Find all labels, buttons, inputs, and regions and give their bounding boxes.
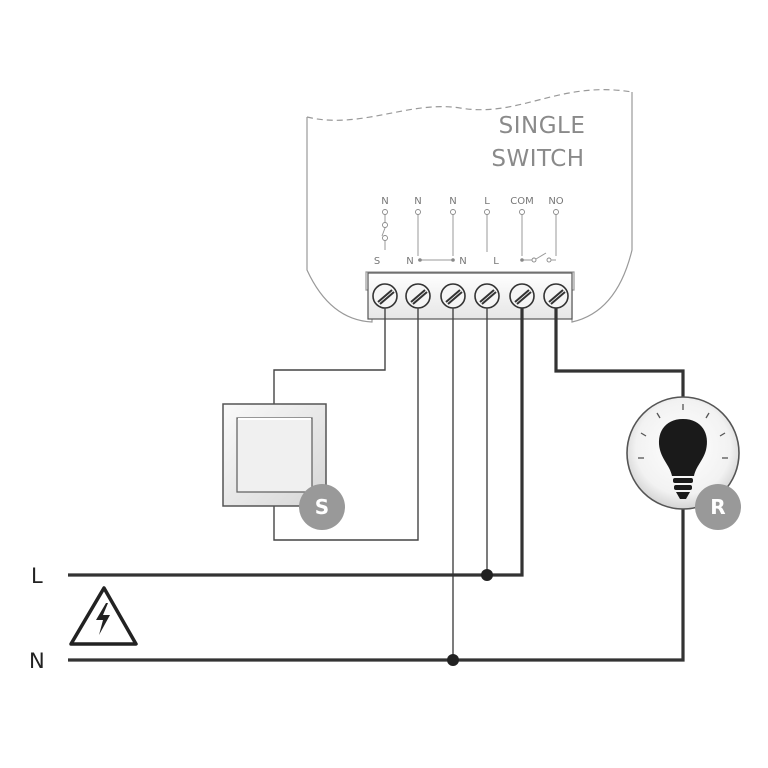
module-title-line1: SINGLE xyxy=(499,113,586,139)
bulb-rays xyxy=(638,404,728,459)
screw-slots xyxy=(377,289,566,305)
terminal-bottom-label-n1: N xyxy=(406,256,413,267)
terminal-bottom-label-n2: N xyxy=(459,256,466,267)
terminal-bottom-label-s: S xyxy=(374,256,380,267)
wire-lamp-return xyxy=(453,508,685,662)
terminal-marker-circles xyxy=(382,209,559,215)
lamp-badge: R xyxy=(695,484,741,530)
wires xyxy=(68,308,685,666)
module-title-line2: SWITCH xyxy=(491,146,584,172)
lamp-badge-label: R xyxy=(710,495,725,519)
bulb-icon xyxy=(626,396,740,510)
live-label: L xyxy=(31,564,43,588)
junction-dot-l xyxy=(481,569,493,581)
neutral-label: N xyxy=(29,649,45,673)
wire-com xyxy=(487,308,524,577)
switch-badge-label: S xyxy=(315,495,329,519)
terminal-label-n2: N xyxy=(414,196,421,207)
switch-badge: S xyxy=(299,484,345,530)
wire-switch-n xyxy=(273,308,419,541)
terminal-block xyxy=(367,272,573,320)
module-body: SINGLE SWITCH N N N L COM NO xyxy=(306,89,633,323)
terminal-label-com: COM xyxy=(510,196,533,207)
internal-schematic xyxy=(381,215,557,263)
terminal-label-no: NO xyxy=(548,196,563,207)
wire-no xyxy=(554,308,685,398)
wire-s xyxy=(273,308,386,404)
terminal-label-n3: N xyxy=(449,196,456,207)
terminal-bottom-label-l: L xyxy=(493,256,499,267)
junction-dot-n xyxy=(447,654,459,666)
terminal-label-n1: N xyxy=(381,196,388,207)
terminal-label-l: L xyxy=(484,196,490,207)
warning-icon xyxy=(69,586,138,646)
